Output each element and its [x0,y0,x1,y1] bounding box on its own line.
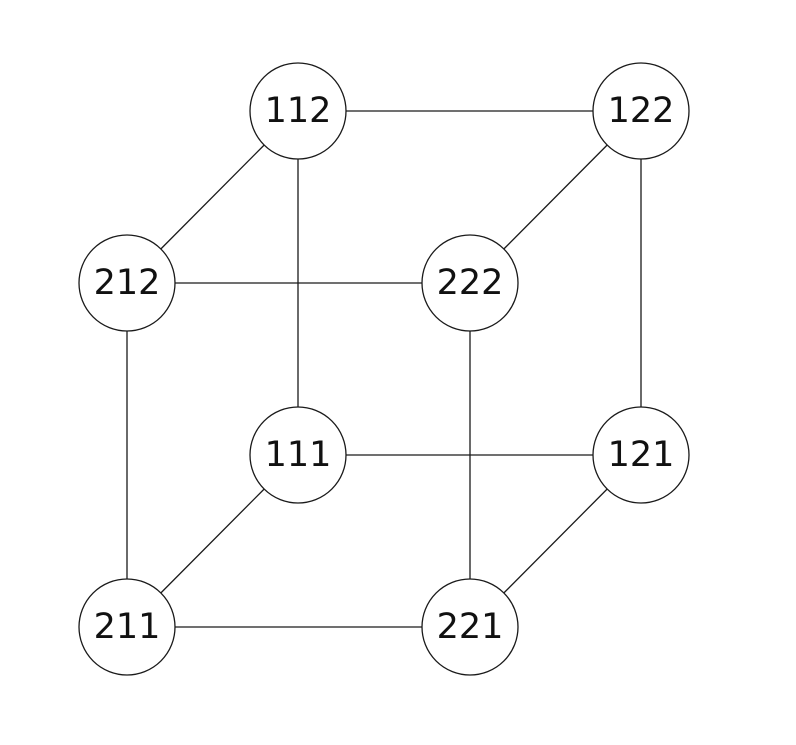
node-221: 221 [421,578,519,676]
node-112: 112 [249,62,347,160]
node-222-label: 222 [437,263,504,303]
edges-layer [126,110,642,628]
edge-112-212 [160,144,265,250]
node-211: 211 [78,578,176,676]
node-121: 121 [592,406,690,504]
node-212-label: 212 [94,263,161,303]
node-221-circle [421,578,519,676]
node-111-label: 111 [265,435,332,475]
node-211-label: 211 [94,607,161,647]
nodes-layer: 112 122 212 222 111 121 211 221 [78,62,690,676]
node-112-circle [249,62,347,160]
node-222-circle [421,234,519,332]
node-111-circle [249,406,347,504]
edge-111-211 [160,488,265,594]
node-212: 212 [78,234,176,332]
node-222: 222 [421,234,519,332]
node-121-circle [592,406,690,504]
node-122: 122 [592,62,690,160]
edge-121-221 [503,488,608,594]
node-211-circle [78,578,176,676]
node-122-circle [592,62,690,160]
node-121-label: 121 [608,435,675,475]
node-111: 111 [249,406,347,504]
node-122-label: 122 [608,91,675,131]
node-212-circle [78,234,176,332]
edge-122-222 [503,144,608,250]
node-221-label: 221 [437,607,504,647]
node-112-label: 112 [265,91,332,131]
